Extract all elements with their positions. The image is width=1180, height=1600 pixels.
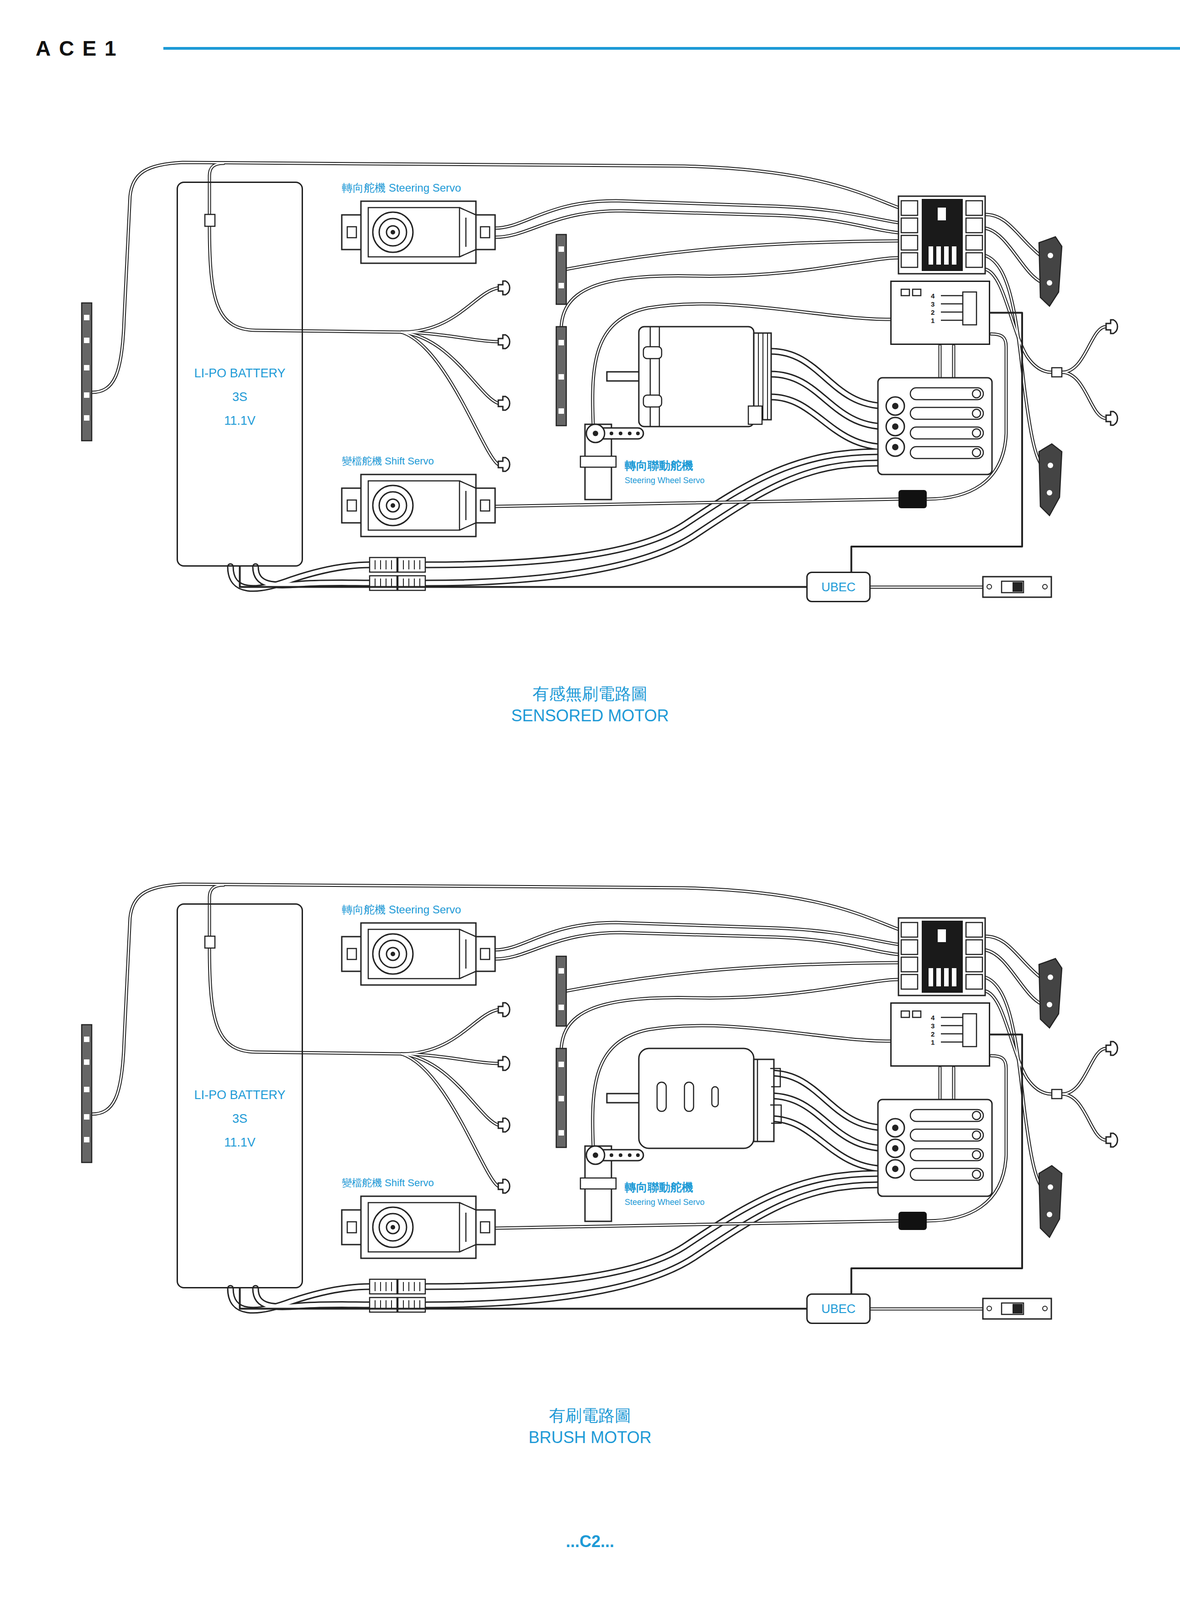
channel-number: 4 bbox=[930, 292, 935, 301]
ubec-box: UBEC bbox=[806, 571, 871, 603]
sensored-motor bbox=[638, 326, 754, 427]
brushed-motor bbox=[606, 1048, 782, 1149]
channel-number: 3 bbox=[930, 1022, 935, 1031]
receiver-box: 4321 bbox=[890, 1002, 991, 1067]
wiring-illustration bbox=[81, 884, 1118, 1320]
part-name: Steering Wheel Servo bbox=[624, 475, 705, 486]
sensored-motor bbox=[643, 346, 662, 359]
box-text: LI-PO BATTERY bbox=[193, 1088, 286, 1102]
part-name: 轉向聯動舵機 bbox=[624, 1180, 694, 1195]
wiring-illustration bbox=[81, 884, 1118, 1320]
part-name: 轉向聯動舵機 bbox=[624, 459, 694, 473]
box-text: 3S bbox=[232, 390, 248, 404]
sensored-motor bbox=[606, 326, 772, 427]
battery-box: LI-PO BATTERY 3S 11.1V bbox=[176, 903, 303, 1289]
part-name: 變檔舵機 Shift Servo bbox=[341, 455, 434, 467]
box-text: LI-PO BATTERY bbox=[193, 366, 286, 381]
box-text: 11.1V bbox=[224, 413, 256, 428]
sensored-motor bbox=[606, 371, 640, 382]
header-bar bbox=[163, 46, 1180, 50]
header-bar bbox=[163, 46, 1180, 50]
power-wire bbox=[240, 1288, 807, 1310]
channel-number: 2 bbox=[930, 1030, 935, 1039]
sensored-motor bbox=[650, 326, 660, 427]
channel-number: 1 bbox=[930, 316, 935, 325]
diagram-caption: SENSORED MOTOR bbox=[511, 706, 669, 726]
part-name: Steering Wheel Servo bbox=[624, 1197, 705, 1208]
brushed-motor bbox=[657, 1082, 667, 1112]
channel-number: 1 bbox=[930, 1038, 935, 1047]
sensored-motor bbox=[643, 395, 662, 408]
channel-number: 3 bbox=[930, 300, 935, 309]
power-wire bbox=[851, 313, 1023, 573]
part-name: 轉向舵機 Steering Servo bbox=[341, 181, 461, 195]
box-text: 11.1V bbox=[224, 1135, 256, 1150]
brushed-motor bbox=[757, 1059, 782, 1142]
box-text: 3S bbox=[232, 1112, 248, 1126]
receiver-box: 4321 bbox=[890, 280, 991, 345]
brushed-motor bbox=[684, 1082, 694, 1112]
box-text: UBEC bbox=[821, 580, 856, 595]
sensored-motor bbox=[748, 406, 763, 425]
channel-number: 4 bbox=[930, 1013, 935, 1023]
battery-box: LI-PO BATTERY 3S 11.1V bbox=[176, 181, 303, 567]
brushed-motor bbox=[638, 1048, 754, 1149]
diagram-caption: BRUSH MOTOR bbox=[528, 1428, 652, 1447]
part-name: 轉向舵機 Steering Servo bbox=[341, 903, 461, 917]
brushed-motor bbox=[711, 1086, 719, 1107]
power-wire bbox=[240, 566, 807, 588]
diagram-caption: 有感無刷電路圖 bbox=[532, 684, 648, 704]
part-name: 變檔舵機 Shift Servo bbox=[341, 1177, 434, 1189]
box-text: UBEC bbox=[821, 1302, 856, 1316]
wiring-illustration bbox=[81, 162, 1118, 598]
brand-logo: ACE1 bbox=[35, 36, 125, 61]
power-wire bbox=[851, 1034, 1023, 1295]
ubec-box: UBEC bbox=[806, 1293, 871, 1325]
channel-number: 2 bbox=[930, 308, 935, 317]
brushed-motor bbox=[606, 1093, 640, 1103]
page-number: ...C2... bbox=[565, 1532, 615, 1551]
diagram-caption: 有刷電路圖 bbox=[548, 1406, 632, 1426]
brushed-motor bbox=[753, 1059, 774, 1142]
